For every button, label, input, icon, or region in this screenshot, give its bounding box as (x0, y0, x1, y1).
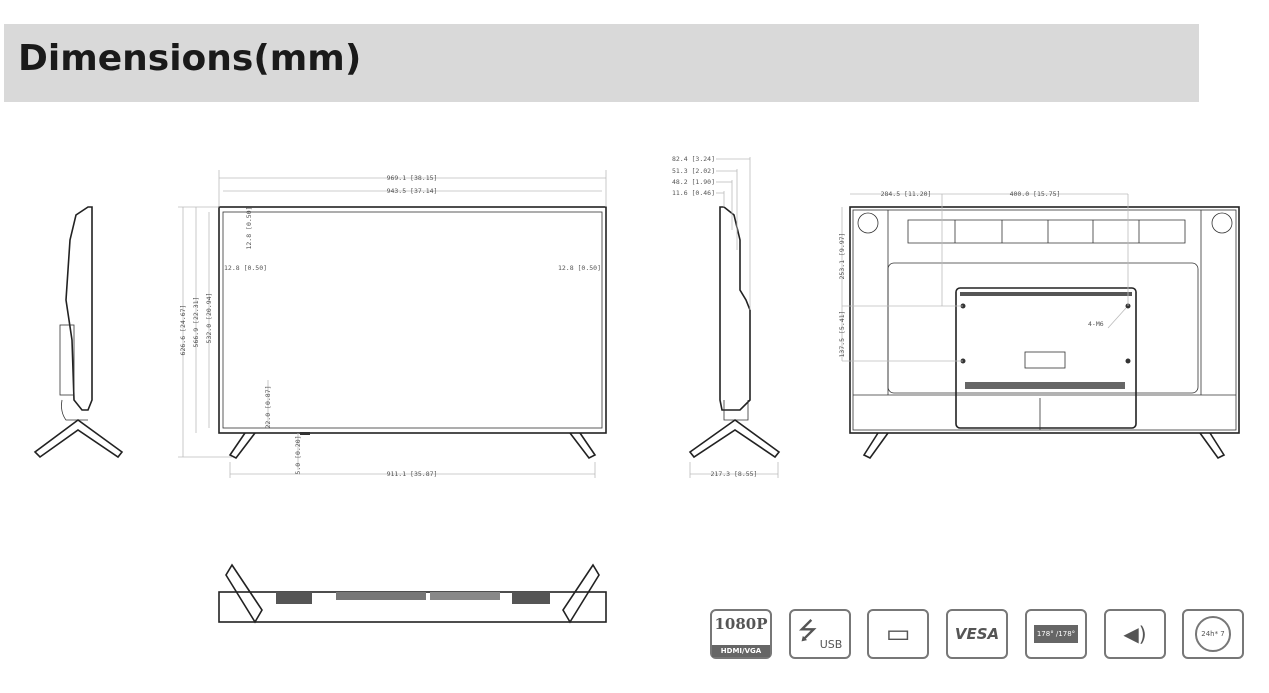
vesa-spacing-y-label: 137.5 [5.41] (838, 311, 846, 358)
vesa-offset-x-label: 284.5 [11.20] (881, 190, 932, 198)
screen-width-label: 943.5 [37.14] (387, 187, 438, 195)
overall-height-label: 626.6 [24.67] (179, 305, 187, 356)
usb-icon: ⭍USB (789, 609, 851, 659)
vesa-spacing-x-label: 400.0 [15.75] (1010, 190, 1061, 198)
bezel-left-label: 12.8 [0.50] (224, 264, 267, 272)
screen-height-label: 532.0 [20.94] (205, 293, 213, 344)
side-view-right: 82.4 [3.24] 51.3 [2.02] 48.2 [1.90] 11.6… (672, 155, 781, 478)
overall-width-label: 969.1 [38.15] (387, 174, 438, 182)
stand-depth-label: 217.3 [8.55] (711, 470, 758, 478)
bezel-bottom-label: 22.0 [0.87] (264, 385, 272, 428)
24h-icon: 24h* 7 (1182, 609, 1244, 659)
1080p-icon: 1080P HDMI/VGA (710, 609, 772, 659)
hdmi-vga-label: HDMI/VGA (712, 645, 770, 657)
24h-label: 24h* 7 (1195, 616, 1231, 652)
height-no-stand-label: 566.9 [22.31] (192, 297, 200, 348)
back-view: 284.5 [11.20] 400.0 [15.75] 253.1 [9.97]… (838, 190, 1240, 460)
bezel-top-label: 12.8 [0.50] (245, 206, 253, 249)
page-title: Dimensions(mm) (18, 38, 362, 79)
side-view-left (33, 206, 124, 459)
stand-span-label: 911.1 [35.87] (387, 470, 438, 478)
usb-label: USB (819, 637, 843, 651)
depth-2-label: 51.3 [2.02] (672, 167, 715, 175)
remote-control-icon: ▭ (867, 609, 929, 659)
front-view: 969.1 [38.15] 943.5 [37.14] 626.6 [24.67… (178, 170, 607, 478)
bottom-view (218, 563, 607, 624)
stand-clearance-label: 5.0 [0.20] (294, 435, 302, 474)
1080p-label: 1080P (714, 615, 768, 633)
viewing-angle-label: 178° /178° (1033, 625, 1079, 643)
depth-total-label: 82.4 [3.24] (672, 155, 715, 163)
screw-label: 4-M6 (1088, 320, 1104, 328)
header-band: Dimensions(mm) (4, 24, 1199, 102)
speaker-icon: ◀) (1104, 609, 1166, 659)
depth-panel-label: 11.6 [0.46] (672, 189, 715, 197)
vesa-offset-y-label: 253.1 [9.97] (838, 233, 846, 280)
depth-3-label: 48.2 [1.90] (672, 178, 715, 186)
vesa-label: VESA (954, 625, 1000, 643)
vesa-icon: VESA (946, 609, 1008, 659)
viewing-angle-icon: 178° /178° (1025, 609, 1087, 659)
bezel-right-label: 12.8 [0.50] (558, 264, 601, 272)
